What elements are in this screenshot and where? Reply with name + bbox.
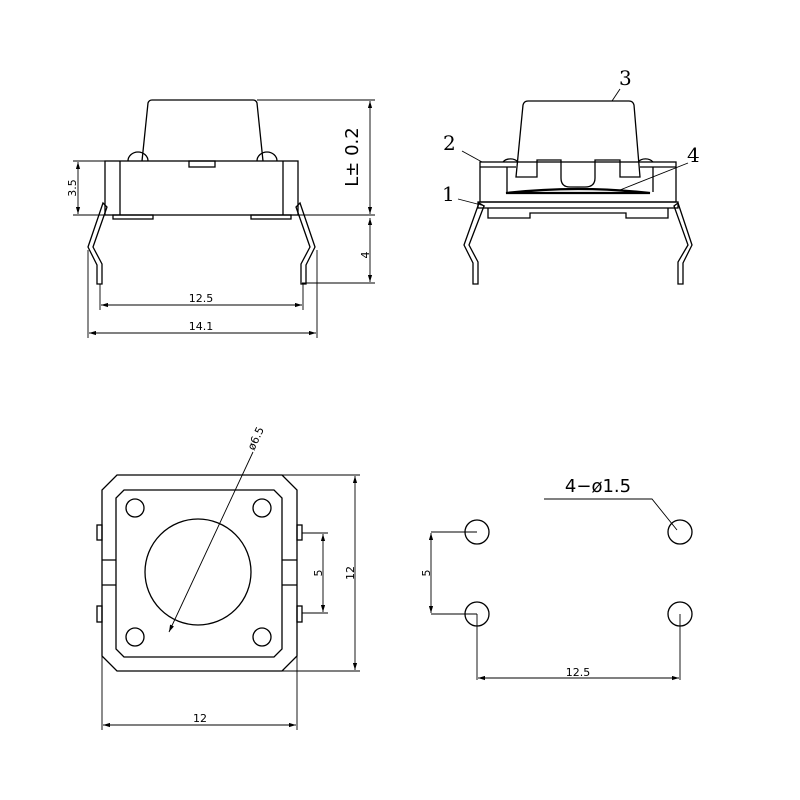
dim-vertical: 5 (420, 570, 433, 577)
base-plate (477, 201, 679, 209)
section-view: 3 2 1 4 (442, 66, 700, 285)
body (479, 161, 677, 203)
right-dome (256, 151, 278, 162)
dim-height: 12 (344, 566, 357, 580)
right-pad (250, 214, 292, 220)
dim-pin-length: 4 (359, 252, 372, 259)
dim-horizontal: 12.5 (566, 666, 591, 679)
callout-1: 1 (442, 182, 455, 206)
body (104, 160, 299, 216)
left-dome (127, 151, 149, 162)
hole-label: 4−ø1.5 (565, 476, 631, 497)
dim-body-height: 3.5 (66, 179, 79, 197)
dim-width: 12 (193, 712, 207, 725)
dim-tab-spacing: 5 (312, 570, 325, 577)
top-notch (188, 160, 216, 168)
callout-3: 3 (619, 66, 632, 90)
side-view: 3.5 L± 0.2 4 12.5 14.1 (66, 99, 375, 338)
right-leg (295, 201, 316, 285)
button-circle (144, 518, 252, 626)
left-leg (463, 202, 485, 285)
hole (667, 519, 693, 545)
dim-pin-spacing: 12.5 (189, 292, 214, 305)
callout-2: 2 (443, 131, 456, 155)
inner-outline (115, 489, 283, 658)
dim-button-diameter: ø6.5 (245, 425, 267, 452)
dim-overall-width: 14.1 (189, 320, 214, 333)
plunger (515, 100, 641, 188)
callout-4: 4 (687, 143, 700, 167)
outer-outline (101, 474, 298, 672)
plunger (141, 99, 264, 162)
left-pad (112, 214, 154, 220)
dim-total-height: L± 0.2 (342, 127, 363, 186)
metal-dome (505, 187, 651, 195)
right-leg (673, 201, 693, 285)
pcb-footprint: 4−ø1.5 5 12.5 (420, 476, 693, 681)
top-view: ø6.5 5 12 12 (96, 425, 360, 730)
left-leg (87, 201, 108, 285)
